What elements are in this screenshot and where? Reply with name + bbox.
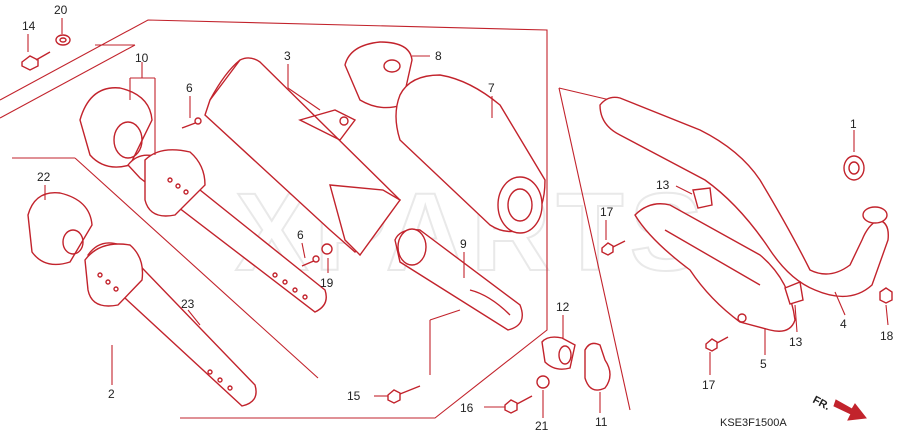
joint-pipe xyxy=(394,228,523,331)
callout-13-lower: 13 xyxy=(789,335,803,349)
callout-16: 16 xyxy=(460,401,474,415)
callout-23: 23 xyxy=(181,297,195,311)
bolt-15 xyxy=(387,385,421,404)
washer-21 xyxy=(536,375,550,389)
direction-label: FR. xyxy=(811,394,832,413)
exhaust-pipe xyxy=(599,96,889,298)
callout-13-upper: 13 xyxy=(656,178,670,192)
bolt-17-upper xyxy=(601,240,626,256)
callout-10: 10 xyxy=(135,51,149,65)
leader-lines xyxy=(27,18,889,418)
collar xyxy=(541,336,576,370)
diagram-code: KSE3F1500A xyxy=(720,417,787,429)
rivet-6-lower xyxy=(301,255,320,267)
heat-guard xyxy=(634,203,796,332)
callout-18: 18 xyxy=(880,329,894,343)
washer-20 xyxy=(55,34,71,46)
gasket xyxy=(843,155,865,181)
lower-tube xyxy=(84,242,257,407)
callout-1: 1 xyxy=(850,117,857,131)
upper-end-cap xyxy=(79,87,153,168)
arrow-right-icon xyxy=(833,399,867,421)
callout-12: 12 xyxy=(556,300,570,314)
callout-8: 8 xyxy=(435,49,442,63)
callout-21: 21 xyxy=(535,419,549,431)
callout-5: 5 xyxy=(760,357,767,371)
callout-22: 22 xyxy=(37,170,51,184)
bracket-13-lower xyxy=(784,281,804,305)
callout-4: 4 xyxy=(840,317,847,331)
front-direction-arrow: FR. xyxy=(811,394,867,421)
callout-17-upper: 17 xyxy=(600,205,614,219)
callout-19: 19 xyxy=(320,276,334,290)
band-clamp xyxy=(584,342,611,391)
hardware xyxy=(21,34,893,414)
nut-19 xyxy=(321,243,333,255)
callout-3: 3 xyxy=(284,49,291,63)
callout-11: 11 xyxy=(595,415,608,429)
lower-end-cap xyxy=(27,191,93,266)
bolt-17-lower xyxy=(705,336,729,352)
callout-labels: 14 20 10 3 8 7 6 22 6 19 9 1 13 17 12 23… xyxy=(22,3,894,431)
upper-inner-tube xyxy=(127,149,327,313)
callout-2: 2 xyxy=(108,387,115,401)
callout-14: 14 xyxy=(22,19,36,33)
bolt-16 xyxy=(504,395,533,414)
callout-15: 15 xyxy=(347,389,361,403)
callout-7: 7 xyxy=(488,81,495,95)
muffler-packing xyxy=(395,74,546,234)
callout-9: 9 xyxy=(460,237,467,251)
callout-6-upper: 6 xyxy=(186,81,193,95)
silencer-body xyxy=(204,57,402,257)
assembly-frame xyxy=(0,19,631,419)
end-cap-ring xyxy=(344,41,413,109)
bracket-13-upper xyxy=(692,187,713,209)
rivet-6-upper xyxy=(181,117,202,129)
callout-17-lower: 17 xyxy=(702,378,716,392)
callout-6-lower: 6 xyxy=(297,228,304,242)
callout-20: 20 xyxy=(54,3,68,17)
nut-18 xyxy=(879,287,893,304)
bolt-14 xyxy=(21,51,51,71)
